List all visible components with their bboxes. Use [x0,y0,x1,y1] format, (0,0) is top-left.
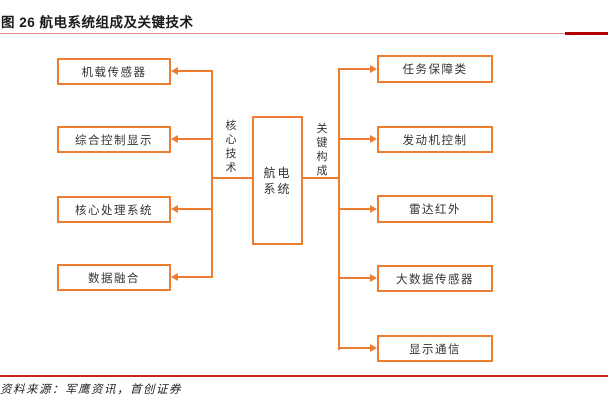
connector-line [177,276,211,278]
node-engine-control: 发动机控制 [377,126,493,153]
arrowhead-left-icon [171,67,178,75]
node-label-line1: 航电 [263,165,292,180]
arrowhead-right-icon [370,274,377,282]
header-rule-line [0,33,608,34]
connector-line [339,68,370,70]
connector-line [339,208,370,210]
connector-line [211,177,252,179]
header-rule-accent [565,32,608,35]
node-data-fusion: 数据融合 [57,264,171,291]
node-label: 数据融合 [88,272,140,285]
figure-title: 图 26 航电系统组成及关键技术 [1,15,194,30]
node-label-line2: 系统 [263,181,292,196]
node-label: 显示通信 [409,343,461,356]
arrowhead-right-icon [370,135,377,143]
node-mission-support: 任务保障类 [377,55,493,83]
connector-line [339,138,370,140]
arrowhead-right-icon [370,65,377,73]
node-avionics-system: 航电 系统 [252,116,303,245]
node-label: 综合控制显示 [75,134,153,147]
arrowhead-left-icon [171,273,178,281]
node-big-data-sensors: 大数据传感器 [377,265,493,292]
footer-rule-line [0,375,608,377]
key-composition-branch-label: 关键构成 [316,123,328,177]
node-radar-infrared: 雷达红外 [377,195,493,223]
connector-line [177,208,211,210]
node-label: 机载传感器 [81,66,147,79]
source-note: 资料来源：军鹰资讯，首创证券 [0,382,182,396]
node-airborne-sensors: 机载传感器 [57,58,171,85]
arrowhead-left-icon [171,135,178,143]
node-core-processing-system: 核心处理系统 [57,196,171,223]
node-label: 大数据传感器 [396,273,474,286]
connector-line [339,347,370,349]
connector-line [177,70,211,72]
node-label: 任务保障类 [402,64,468,76]
left-trunk-line [211,70,213,278]
arrowhead-right-icon [370,344,377,352]
arrowhead-left-icon [171,205,178,213]
node-display-communication: 显示通信 [377,335,493,362]
node-integrated-control-display: 综合控制显示 [57,126,171,153]
core-technology-branch-label: 核心技术 [225,120,237,174]
connector-line [339,277,370,279]
node-label: 发动机控制 [402,134,468,147]
node-label: 核心处理系统 [75,204,153,217]
connector-line [177,138,211,140]
connector-line [303,177,339,179]
node-label: 雷达红外 [409,204,461,216]
arrowhead-right-icon [370,205,377,213]
